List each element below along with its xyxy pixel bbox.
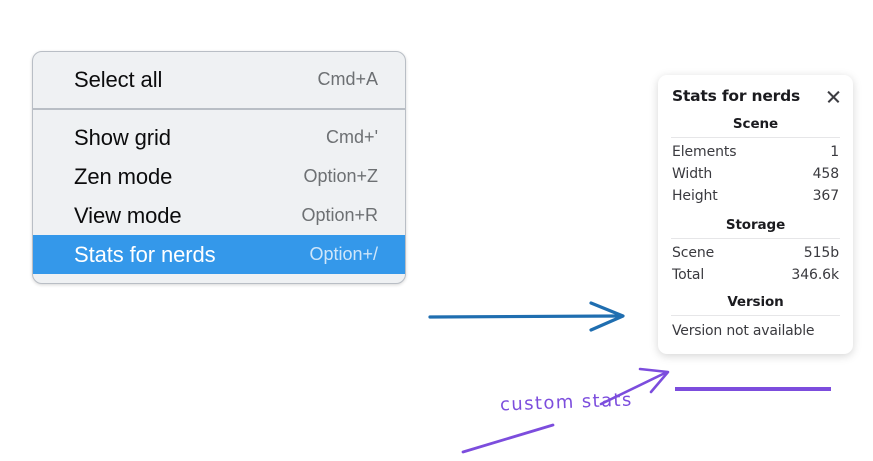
divider	[671, 137, 840, 138]
stats-row-value: 515b	[803, 245, 839, 261]
divider	[671, 315, 840, 316]
stats-row-value: 458	[812, 166, 840, 182]
menu-item-label: Stats for nerds	[74, 241, 216, 267]
handwritten-annotation-label: custom stats	[499, 389, 634, 416]
stats-row-width: Width 458	[667, 163, 844, 185]
stats-row-key: Width	[672, 166, 713, 182]
close-icon[interactable]	[825, 88, 842, 105]
stats-scene-section: Scene Elements 1 Width 458 Height 367	[667, 115, 844, 207]
menu-item-label: Show grid	[74, 124, 171, 150]
menu-item-zen-mode[interactable]: Zen mode Option+Z	[33, 157, 405, 196]
menu-section-2: Show grid Cmd+' Zen mode Option+Z View m…	[33, 108, 405, 283]
stats-row-key: Total	[672, 267, 705, 283]
stats-row-key: Elements	[672, 144, 737, 160]
stats-version-section: Version Version not available	[667, 286, 844, 340]
menu-item-shortcut: Option+Z	[303, 166, 378, 186]
menu-item-shortcut: Cmd+'	[326, 127, 378, 147]
divider	[671, 238, 840, 239]
stats-row-value: 367	[812, 188, 840, 204]
stats-row-value: 346.6k	[791, 267, 839, 283]
stats-row-version-text: Version not available	[672, 323, 815, 339]
stats-row-storage-total: Total 346.6k	[667, 264, 844, 286]
stats-custom-section: Storage Scene 515b Total 346.6k Version …	[667, 207, 844, 391]
stats-row-elements: Elements 1	[667, 141, 844, 163]
context-menu[interactable]: Select all Cmd+A Show grid Cmd+' Zen mod…	[32, 51, 406, 284]
menu-section-1: Select all Cmd+A	[33, 52, 405, 108]
stats-panel-header: Stats for nerds	[667, 87, 844, 105]
handwriting-underline-stroke	[461, 423, 555, 454]
menu-item-label: Select all	[74, 66, 163, 92]
stats-for-nerds-panel: Stats for nerds Scene Elements 1 Width 4…	[658, 75, 853, 391]
menu-item-shortcut: Cmd+A	[317, 69, 378, 89]
menu-item-label: Zen mode	[74, 163, 173, 189]
menu-item-select-all[interactable]: Select all Cmd+A	[33, 60, 405, 99]
stats-row-storage-scene: Scene 515b	[667, 242, 844, 264]
stats-section-heading-version: Version	[727, 294, 784, 310]
menu-item-show-grid[interactable]: Show grid Cmd+'	[33, 118, 405, 157]
menu-item-shortcut: Option+/	[309, 244, 378, 264]
stats-storage-section: Storage Scene 515b Total 346.6k	[667, 216, 844, 286]
menu-item-shortcut: Option+R	[301, 205, 378, 225]
stats-row-key: Height	[672, 188, 718, 204]
custom-stats-highlight-box	[675, 387, 831, 391]
flow-arrow-icon	[428, 301, 625, 332]
stats-section-heading-scene: Scene	[732, 116, 779, 132]
menu-item-stats-for-nerds[interactable]: Stats for nerds Option+/	[33, 235, 405, 274]
stats-panel-title: Stats for nerds	[672, 87, 801, 105]
menu-item-label: View mode	[74, 202, 182, 228]
menu-item-view-mode[interactable]: View mode Option+R	[33, 196, 405, 235]
stats-row-key: Scene	[672, 245, 715, 261]
stats-row-value: 1	[830, 144, 839, 160]
stats-section-heading-storage: Storage	[725, 217, 786, 233]
stats-row-height: Height 367	[667, 185, 844, 207]
